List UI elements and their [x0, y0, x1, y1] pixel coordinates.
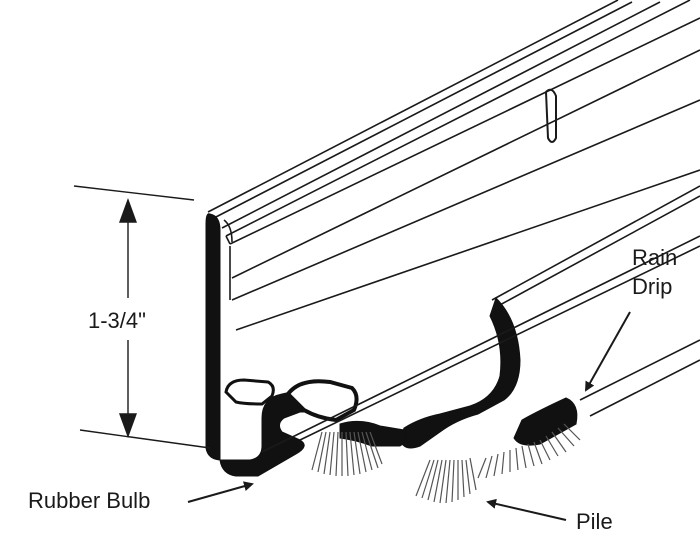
face-panel: [215, 49, 700, 448]
pile-arrow: [486, 498, 567, 521]
height-dimension-label: 1-3/4": [88, 308, 146, 333]
dimension-lines: [73, 185, 211, 449]
pile-label: Pile: [576, 509, 613, 534]
rain-drip-profile: [339, 185, 700, 449]
rain-drip-label: Rain Drip: [632, 244, 677, 301]
top-flange: [207, 0, 700, 245]
rain-drip-label-line1: Rain: [632, 245, 678, 270]
rain-drip-label-line2: Drip: [632, 273, 673, 299]
pile-bristles-drip: [477, 423, 581, 479]
mounting-slot: [544, 88, 557, 143]
lower-shoe: [261, 235, 700, 453]
leader-arrows: [187, 311, 631, 521]
rubber-bulb-label: Rubber Bulb: [28, 488, 151, 513]
rubber-bulb-arrow: [187, 481, 254, 503]
pile-bristles-right: [415, 457, 477, 504]
pile-bristles-left: [311, 431, 383, 477]
rubber-bulb-profile: [205, 213, 359, 477]
rain-drip-arrow: [585, 311, 631, 392]
